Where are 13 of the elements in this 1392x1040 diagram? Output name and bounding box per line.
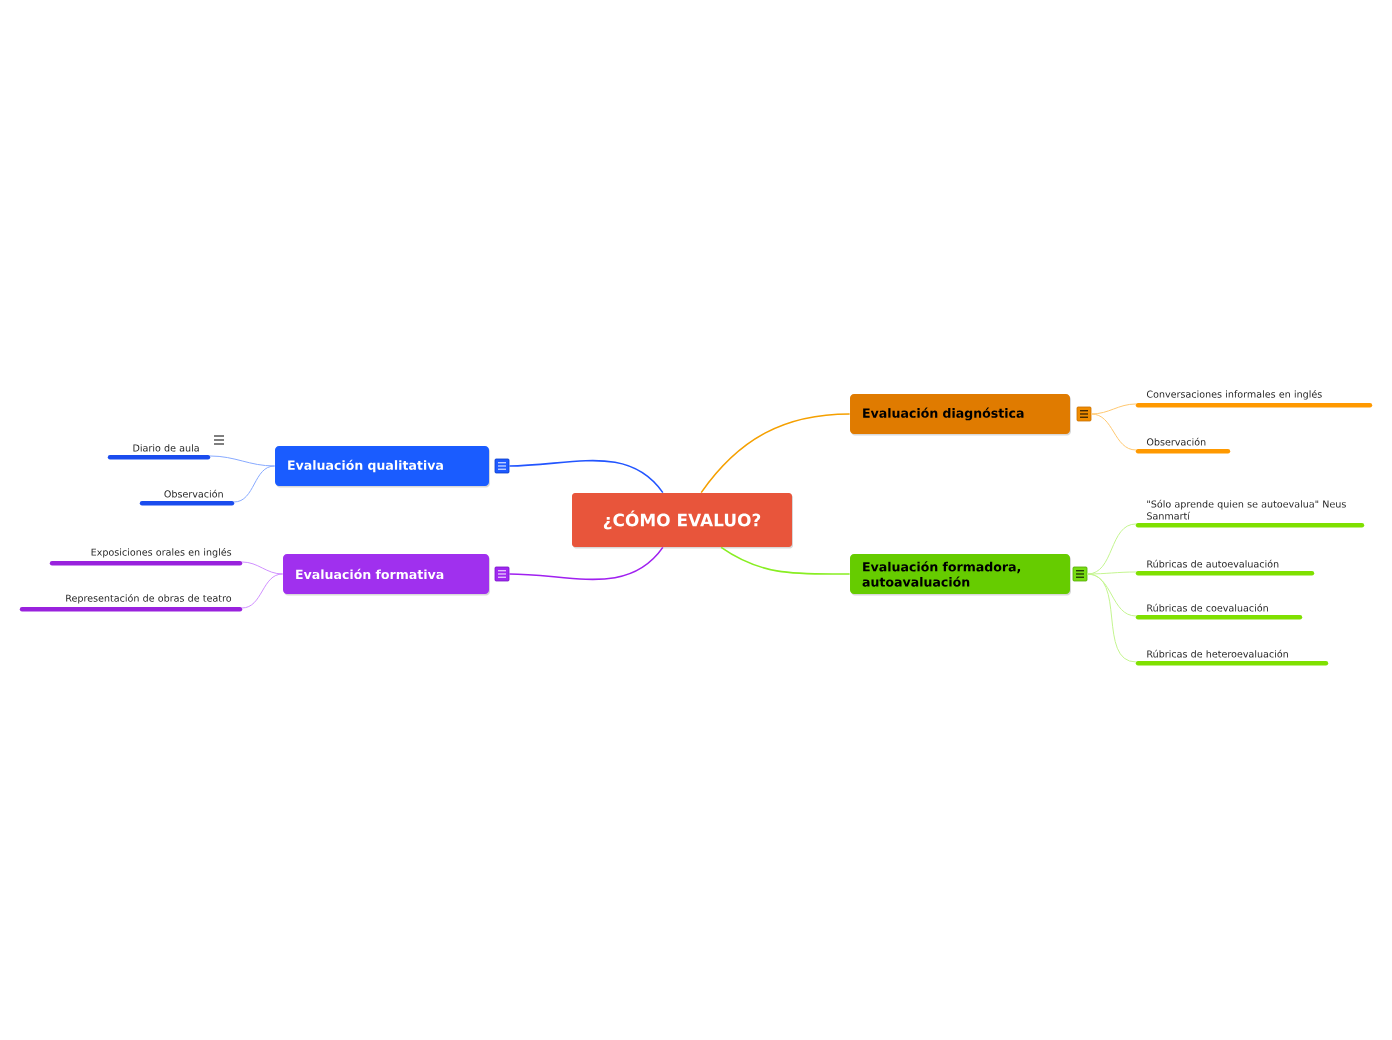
connector <box>233 465 276 503</box>
connector <box>241 573 284 609</box>
connector <box>508 459 664 494</box>
connector <box>241 561 284 575</box>
connector <box>1086 571 1137 575</box>
connector <box>1090 403 1137 415</box>
connector <box>1086 573 1137 663</box>
connector <box>209 455 276 467</box>
connector <box>720 546 851 575</box>
connector <box>1090 413 1137 451</box>
connector <box>508 546 664 581</box>
connector <box>700 413 851 494</box>
central-topic-box: ¿CÓMO EVALUO? <box>572 493 793 549</box>
